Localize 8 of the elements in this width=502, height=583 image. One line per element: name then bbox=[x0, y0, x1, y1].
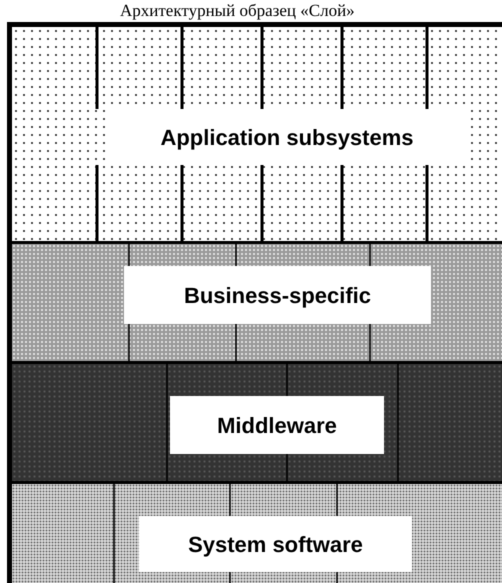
layer-band bbox=[12, 484, 502, 583]
layer-label: Business-specific bbox=[124, 266, 431, 324]
layer-band bbox=[12, 27, 502, 241]
layer-band bbox=[12, 364, 502, 481]
layer-label: Middleware bbox=[170, 396, 384, 454]
layer-band bbox=[12, 244, 502, 361]
layer-label: System software bbox=[139, 516, 412, 572]
diagram-title: Архитектурный образец «Слой» bbox=[120, 0, 355, 22]
